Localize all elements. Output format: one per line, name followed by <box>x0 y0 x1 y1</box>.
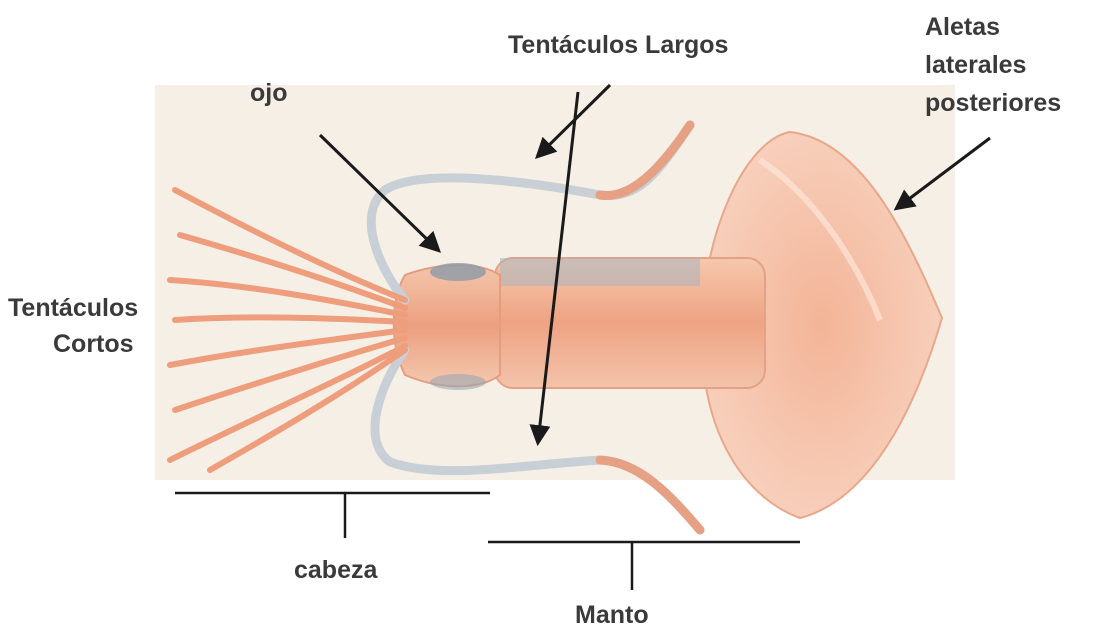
bracket-manto <box>488 542 800 590</box>
label-tentaculos-cortos-line-2: Cortos <box>8 326 138 362</box>
label-ojo: ojo <box>250 78 288 108</box>
label-tentaculos-cortos: Tentáculos Cortos <box>8 290 138 362</box>
label-aletas-line-3: posteriores <box>925 84 1061 122</box>
squid-head <box>394 263 500 390</box>
squid-mantle <box>495 258 765 388</box>
bracket-cabeza <box>175 493 490 538</box>
label-aletas: Aletas laterales posteriores <box>925 8 1061 122</box>
label-aletas-line-1: Aletas <box>925 8 1061 46</box>
label-manto: Manto <box>575 600 649 630</box>
label-tentaculos-largos: Tentáculos Largos <box>508 30 728 60</box>
label-cabeza: cabeza <box>294 555 377 585</box>
label-tentaculos-cortos-line-1: Tentáculos <box>8 290 138 326</box>
label-aletas-line-2: laterales <box>925 46 1061 84</box>
